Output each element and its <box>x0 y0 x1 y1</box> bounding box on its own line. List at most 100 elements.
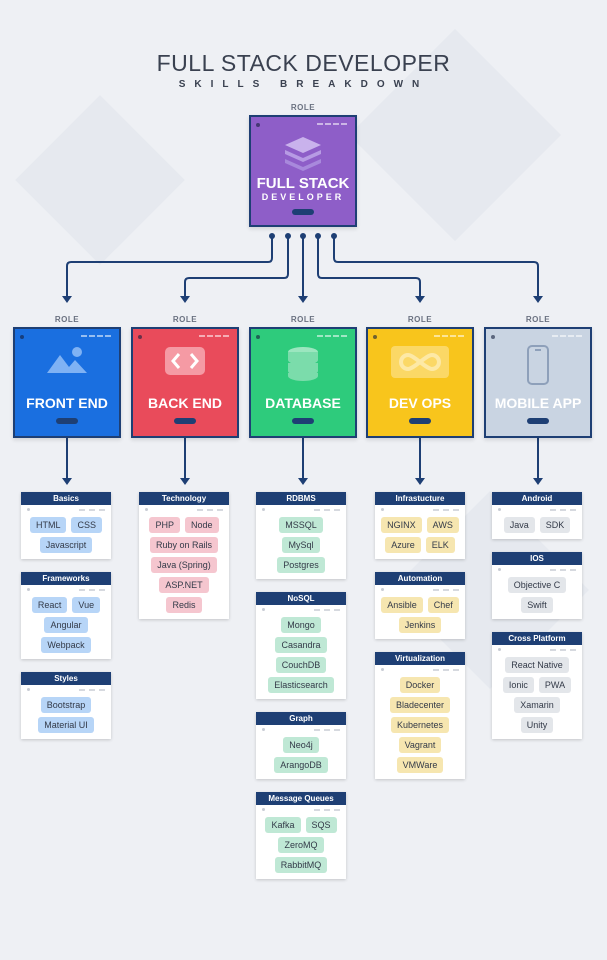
box-meta <box>21 585 111 595</box>
skill-tag: Redis <box>166 597 202 613</box>
box-meta <box>492 645 582 655</box>
skill-tag: CSS <box>71 517 102 533</box>
skill-tag: Casandra <box>275 637 327 653</box>
main-role-tag: ROLE <box>290 103 316 112</box>
card-dot <box>491 335 495 339</box>
skill-tag: MySql <box>282 537 320 553</box>
box-meta <box>21 685 111 695</box>
card-bar <box>292 209 314 215</box>
role-tag: ROLE <box>407 315 433 324</box>
skill-group-title: Message Queues <box>256 792 346 805</box>
role-card-front-end: FRONT END <box>13 327 121 438</box>
skill-tag: Java (Spring) <box>151 557 217 573</box>
skill-tag: Javascript <box>39 537 93 553</box>
card-dot <box>256 335 260 339</box>
code-brackets-icon <box>133 345 237 377</box>
skill-tag: RabbitMQ <box>274 857 328 873</box>
card-bar <box>56 418 78 424</box>
skill-tag: Bladecenter <box>389 697 451 713</box>
skill-group-title: Virtualization <box>375 652 465 665</box>
skill-tag: VMWare <box>396 757 444 773</box>
skill-tag: Jenkins <box>398 617 442 633</box>
skill-tag: SDK <box>539 517 571 533</box>
skill-tag: Xamarin <box>514 697 560 713</box>
role-card-database: DATABASE <box>249 327 357 438</box>
skill-tag: ArangoDB <box>274 757 328 773</box>
layers-icon <box>251 135 355 171</box>
skill-tag: Vue <box>72 597 101 613</box>
role-tag: ROLE <box>54 315 80 324</box>
card-dashes <box>317 123 347 127</box>
skill-tag: ZeroMQ <box>278 837 324 853</box>
skill-group-title: Automation <box>375 572 465 585</box>
role-tag: ROLE <box>172 315 198 324</box>
box-meta <box>375 505 465 515</box>
skill-tag: Angular <box>44 617 88 633</box>
role-label: FRONT END <box>26 395 108 411</box>
role-tag: ROLE <box>290 315 316 324</box>
skill-tag: ASP.NET <box>159 577 209 593</box>
main-role-title: FULL STACK <box>256 175 350 192</box>
role-label: MOBILE APP <box>494 395 582 411</box>
skill-tag: CouchDB <box>275 657 327 673</box>
mountain-image-icon <box>15 345 119 375</box>
skill-tag: PHP <box>149 517 180 533</box>
skill-tag: Kafka <box>265 817 301 833</box>
skill-tag: Node <box>185 517 219 533</box>
skill-tag: React Native <box>505 657 569 673</box>
skill-group-title: NoSQL <box>256 592 346 605</box>
role-tag: ROLE <box>525 315 551 324</box>
skill-tag: Chef <box>427 597 459 613</box>
role-card-back-end: BACK END <box>131 327 239 438</box>
skill-tag: NGINX <box>381 517 422 533</box>
phone-icon <box>486 345 590 385</box>
skill-group-title: Cross Platform <box>492 632 582 645</box>
skill-tag: Docker <box>399 677 441 693</box>
skill-tag: Unity <box>520 717 554 733</box>
skill-group-title: RDBMS <box>256 492 346 505</box>
page-subtitle: SKILLS BREAKDOWN <box>178 79 429 90</box>
box-meta <box>375 585 465 595</box>
skill-tag: Ionic <box>502 677 534 693</box>
box-meta <box>492 565 582 575</box>
box-meta <box>492 505 582 515</box>
role-card-mobile-app: MOBILE APP <box>484 327 592 438</box>
card-dot <box>20 335 24 339</box>
skill-tag: SQS <box>305 817 337 833</box>
skill-group-title: Styles <box>21 672 111 685</box>
main-role-card: FULL STACK DEVELOPER <box>249 115 357 227</box>
skill-tag: Postgres <box>277 557 325 573</box>
skill-tag: HTML <box>29 517 67 533</box>
box-meta <box>256 605 346 615</box>
skill-tag: AWS <box>426 517 459 533</box>
role-card-dev-ops: DEV OPS <box>366 327 474 438</box>
card-dashes <box>199 335 229 339</box>
card-dot <box>138 335 142 339</box>
card-bar <box>174 418 196 424</box>
box-meta <box>21 505 111 515</box>
card-dashes <box>317 335 347 339</box>
skill-tag: ELK <box>425 537 455 553</box>
card-dot <box>373 335 377 339</box>
